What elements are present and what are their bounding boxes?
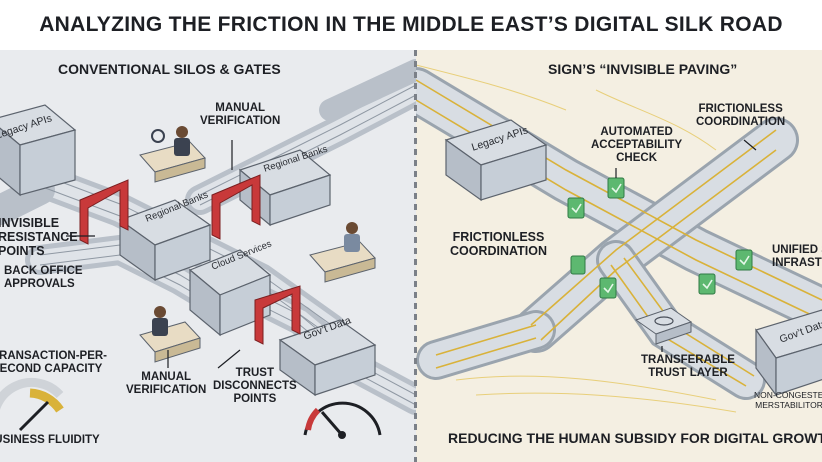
govt-data-box: [278, 319, 377, 397]
regional-banks-mid-box: [118, 199, 212, 282]
right-heading: SIGN’S “INVISIBLE PAVING”: [548, 61, 738, 77]
page-title: ANALYZING THE FRICTION IN THE MIDDLE EAS…: [0, 0, 822, 50]
transaction-capacity-label: TRANSACTION-PER- SECOND CAPACITY: [0, 350, 107, 375]
business-fluidity-label: BUSINESS FLUIDITY: [0, 434, 100, 446]
automated-check-label: AUTOMATED ACCEPTABILITY CHECK: [591, 126, 683, 164]
check-glyphs: [571, 183, 750, 294]
leader-lines: [66, 140, 241, 369]
business-fluidity-gauge: [0, 377, 64, 432]
bottom-banner: REDUCING THE HUMAN SUBSIDY FOR DIGITAL G…: [448, 430, 822, 446]
manual-verification-desk-right: [309, 222, 376, 283]
panel-divider: [414, 50, 417, 462]
back-office-label: BACK OFFICE APPROVALS: [4, 265, 83, 290]
manual-verification-desk-top: [139, 126, 206, 183]
frictionless-coordination-top-label: FRICTIONLESS COORDINATION: [696, 103, 786, 128]
manual-verification-desk-bottom: [139, 306, 201, 363]
right-panel-invisible-paving: SIGN’S “INVISIBLE PAVING” Legacy APIs Go…: [416, 50, 822, 462]
conventional-scene: [0, 59, 416, 439]
legacy-apis-box-right: [444, 119, 548, 202]
leader-lines-right: [615, 139, 757, 352]
invisible-resistance-label: INVISIBLE RESISTANCE POINTS: [0, 216, 78, 258]
red-gates: [79, 174, 301, 345]
gold-field-lines: [416, 64, 737, 413]
manual-verification-bottom-label: MANUAL VERIFICATION: [126, 371, 207, 396]
automated-check-markers: [567, 177, 753, 299]
legacy-apis-box: [0, 104, 77, 197]
capacity-gauge: [303, 401, 382, 439]
left-panel-conventional: CONVENTIONAL SILOS & GATES Legacy APIs R…: [0, 50, 416, 462]
left-heading: CONVENTIONAL SILOS & GATES: [58, 61, 281, 77]
frictionless-coordination-left-label: FRICTIONLESS COORDINATION: [450, 230, 547, 258]
non-congested-label: NON-CONGESTED MERSTABILITORY: [754, 390, 822, 410]
transferable-trust-label: TRANSFERABLE TRUST LAYER: [641, 354, 735, 379]
invisible-paving-scene: [416, 64, 822, 413]
trust-disconnects-label: TRUST DISCONNECTS POINTS: [213, 367, 297, 405]
transferable-trust-device: [634, 307, 693, 345]
unified-infrastructure-label: UNIFIED SIGN INFRASTRUCTURE: [772, 244, 822, 269]
manual-verification-top-label: MANUAL VERIFICATION: [200, 102, 281, 127]
govt-data-box-right: [755, 309, 822, 397]
